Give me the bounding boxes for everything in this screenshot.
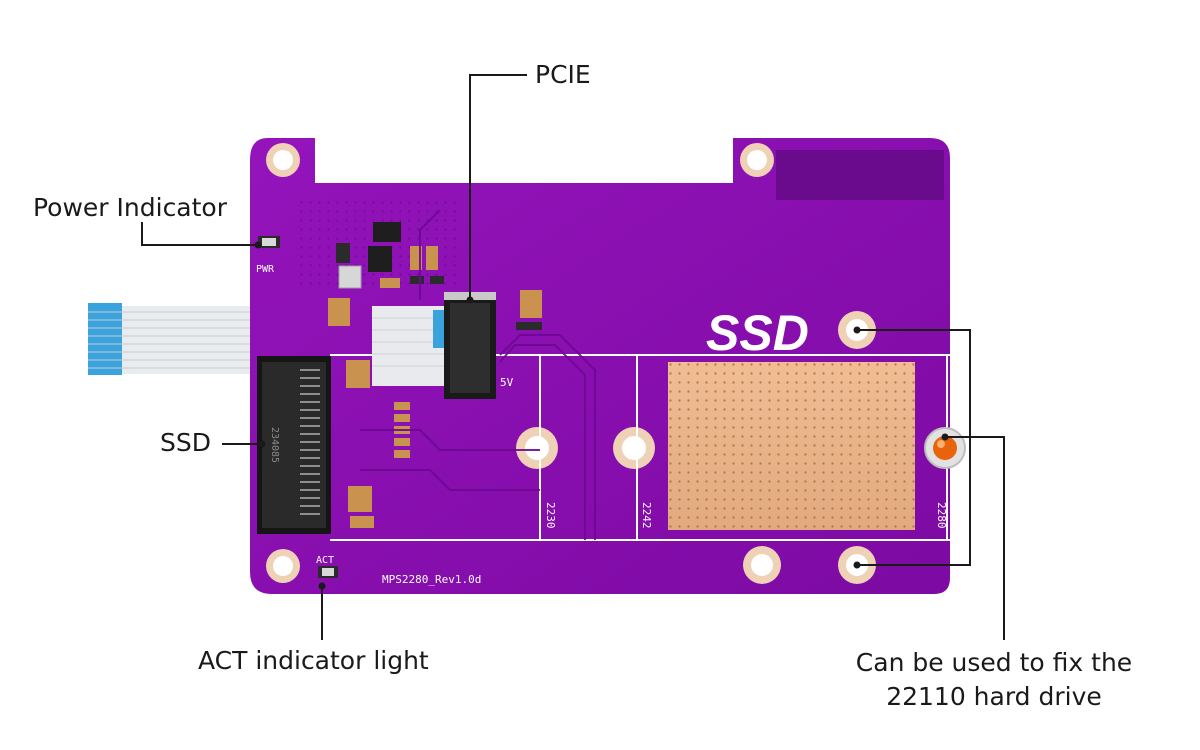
leader-lines (141, 74, 1005, 640)
leader-fix (857, 329, 971, 566)
pcie-fpc-connector (372, 292, 496, 399)
ribbon-cable (88, 303, 262, 375)
board-model: MPS2280_Rev1.0d (382, 573, 481, 586)
silk-5v: 5V (500, 376, 514, 389)
callout-act-indicator: ACT indicator light (198, 646, 429, 675)
silk-act: ACT (316, 555, 334, 566)
pcb-traces (360, 209, 596, 540)
slot-mark-2242: 2242 (640, 502, 653, 529)
callout-power-indicator: Power Indicator (33, 193, 228, 222)
slot-mark-2280: 2280 (935, 502, 948, 529)
dark-copper-area (776, 150, 944, 200)
slot-mark-2230: 2230 (544, 502, 557, 529)
m2-socket: 234085 (257, 356, 331, 534)
smd-components (258, 222, 542, 578)
callout-ssd: SSD (160, 428, 211, 457)
ssd-logo: SSD (706, 305, 809, 361)
silkscreen-text: PWR ACT 5V SSD 2230 2242 2280 MPS2280_Re… (256, 264, 948, 586)
callout-pcie: PCIE (535, 60, 591, 89)
m2-socket-code: 234085 (269, 427, 280, 463)
leader-dots (254, 241, 949, 590)
leader-power (141, 222, 258, 246)
thermal-pad (668, 362, 915, 530)
leader-fix-main (945, 436, 1005, 640)
silk-pwr: PWR (256, 264, 275, 275)
leader-pcie (469, 74, 527, 300)
callout-22110-fix: Can be used to fix the 22110 hard drive (855, 648, 1133, 711)
